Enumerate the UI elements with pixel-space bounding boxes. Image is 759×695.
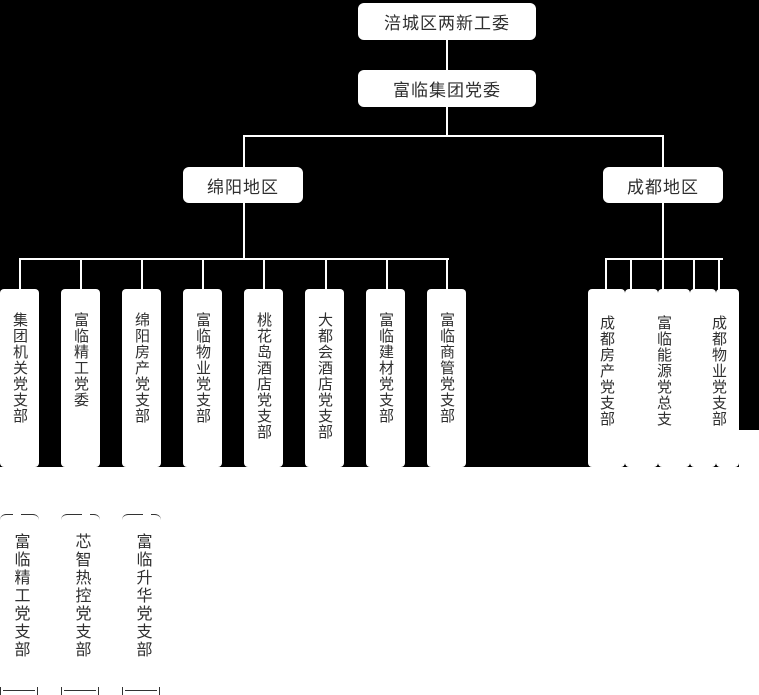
org-box-group-committee-label: 富临集团党委: [393, 81, 501, 100]
branch-box-chengdu-2: [716, 289, 739, 467]
branch-label: 富临物业党支部: [194, 312, 211, 424]
connector-line: [263, 258, 265, 290]
branch-box-mianyang-0: 集团机关党支部: [0, 289, 39, 467]
connector-line: [243, 203, 245, 260]
sub-branch-bottom-border: [125, 690, 157, 691]
sub-branch-bottom-border: [3, 690, 35, 691]
branch-box-mianyang-1: 富临精工党委: [61, 289, 100, 467]
connector-line: [80, 258, 82, 290]
connector-gap: [13, 513, 21, 516]
branch-label: 桃花岛酒店党支部: [255, 312, 272, 440]
connector-line: [605, 258, 607, 290]
sub-branch-bottom-border: [64, 690, 96, 691]
sub-branch-corner-tick: [159, 687, 160, 695]
branch-box-mianyang-6: 富临建材党支部: [366, 289, 405, 467]
branch-box-chengdu-empty: [690, 289, 716, 467]
connector-line: [446, 40, 448, 71]
branch-box-mianyang-7: 富临商管党支部: [427, 289, 466, 467]
branch-label: 大都会酒店党支部: [316, 312, 333, 440]
connector-line: [243, 135, 245, 168]
region-box-mianyang: 绵阳地区: [183, 167, 303, 203]
branch-box-chengdu-empty: [625, 289, 658, 467]
connector-line: [693, 258, 695, 290]
region-box-chengdu: 成都地区: [603, 167, 723, 203]
branch-box-mianyang-4: 桃花岛酒店党支部: [244, 289, 283, 467]
connector-gap: [143, 513, 151, 516]
branch-label-chengdu-1: 富临能源党总支: [655, 315, 672, 427]
sub-branch-box-0: 富临精工党支部: [0, 514, 39, 692]
connector-line: [662, 203, 664, 260]
connector-gap: [82, 513, 90, 516]
connector-line: [446, 258, 448, 290]
branch-label: 富临精工党委: [72, 312, 89, 408]
branch-label-chengdu-0: 成都房产党支部: [598, 315, 615, 427]
connector-line: [386, 258, 388, 290]
sub-branch-label: 富临精工党支部: [11, 533, 29, 659]
org-box-root-label: 涪城区两新工委: [384, 14, 510, 33]
connector-line: [662, 135, 664, 168]
sub-branch-corner-tick: [122, 687, 123, 695]
branch-box-mianyang-2: 绵阳房产党支部: [122, 289, 161, 467]
sub-branch-label: 芯智热控党支部: [72, 533, 90, 659]
connector-line: [605, 258, 723, 260]
connector-line: [630, 258, 632, 290]
sub-branch-label: 富临升华党支部: [133, 533, 151, 659]
connector-line: [19, 258, 21, 290]
sub-branch-box-2: 富临升华党支部: [122, 514, 161, 692]
connector-line: [718, 258, 720, 290]
connector-line: [141, 258, 143, 290]
sub-branch-corner-tick: [98, 687, 99, 695]
branch-label: 富临建材党支部: [377, 312, 394, 424]
branch-box-mianyang-3: 富临物业党支部: [183, 289, 222, 467]
connector-line: [202, 258, 204, 290]
region-box-chengdu-label: 成都地区: [627, 177, 699, 197]
sub-branch-corner-tick: [37, 687, 38, 695]
connector-line: [325, 258, 327, 290]
connector-line: [662, 258, 664, 290]
connector-line: [243, 135, 664, 137]
branch-box-mianyang-5: 大都会酒店党支部: [305, 289, 344, 467]
connector-line: [446, 107, 448, 136]
branch-label-chengdu-2: 成都物业党支部: [710, 315, 727, 427]
branch-label: 集团机关党支部: [11, 312, 28, 424]
org-box-root: 涪城区两新工委: [358, 3, 536, 40]
branch-label: 绵阳房产党支部: [133, 312, 150, 424]
sub-branch-corner-tick: [0, 687, 1, 695]
sub-branch-corner-tick: [61, 687, 62, 695]
lower-white-region: [0, 467, 759, 695]
sub-branch-box-1: 芯智热控党支部: [61, 514, 100, 692]
lower-white-region-right: [739, 430, 759, 468]
branch-box-chengdu-1: [658, 289, 690, 467]
org-box-group-committee: 富临集团党委: [358, 70, 536, 107]
connector-line: [19, 258, 449, 260]
branch-label: 富临商管党支部: [438, 312, 455, 424]
region-box-mianyang-label: 绵阳地区: [207, 177, 279, 197]
branch-box-chengdu-0: [588, 289, 625, 467]
